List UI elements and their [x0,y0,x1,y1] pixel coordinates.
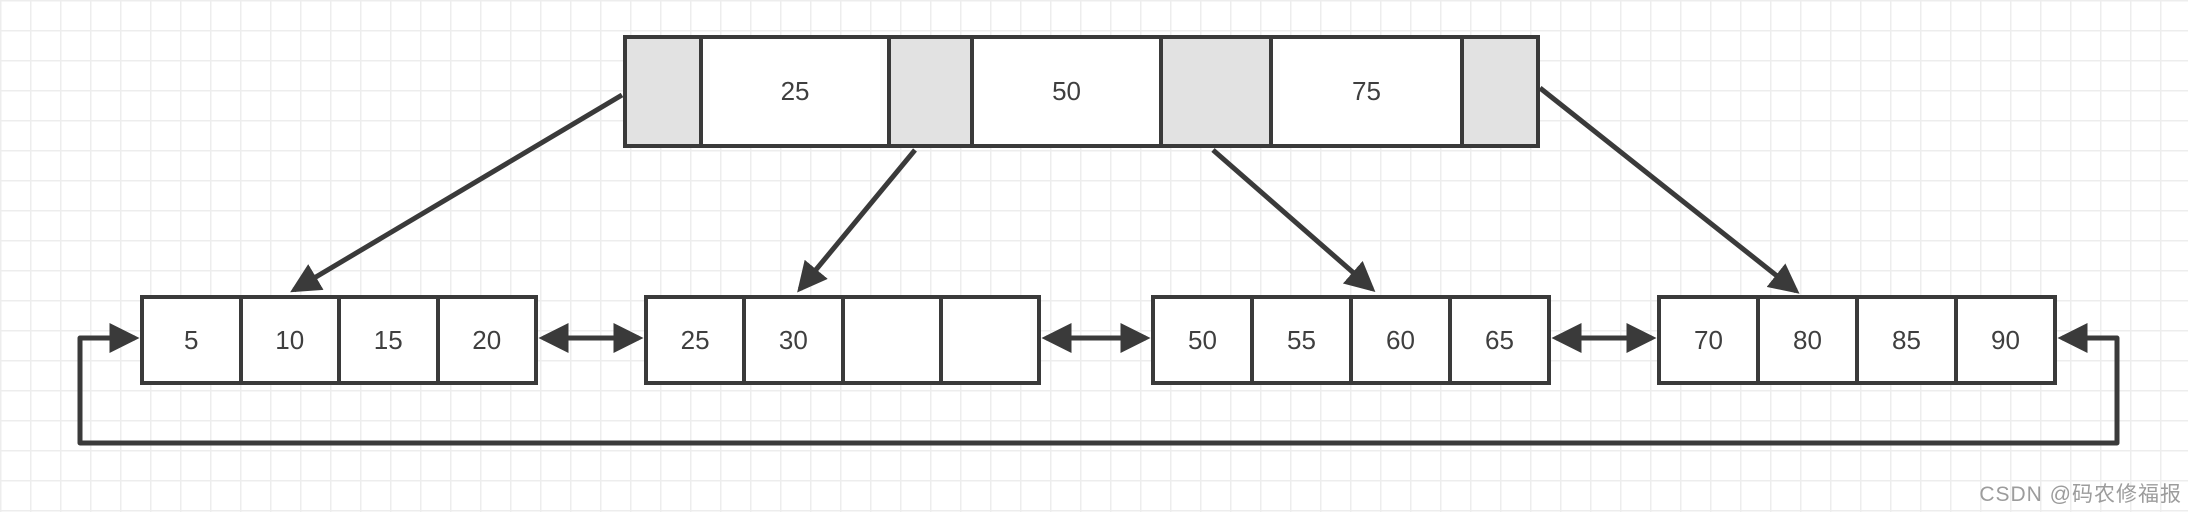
leaf-cell: 80 [1756,299,1855,381]
leaf-cell: 90 [1954,299,2053,381]
leaf-cell: 70 [1661,299,1756,381]
leaf-cell: 55 [1250,299,1349,381]
leaf-cell: 65 [1448,299,1547,381]
watermark: CSDN @码农修福报 [1979,483,2182,506]
leaf-node-3: 50 55 60 65 [1151,295,1551,385]
root-pointer-cell-1 [627,39,700,144]
arrow-root-to-leaf2 [797,148,917,293]
leaf-node-2: 25 30 [644,295,1041,385]
leaf-cell: 25 [648,299,743,381]
leaf-cell: 50 [1155,299,1250,381]
arrow-root-to-leaf3 [1211,148,1376,292]
leaf-node-4: 70 80 85 90 [1657,295,2057,385]
arrow-root-to-leaf1 [290,92,624,293]
root-key-cell-50: 50 [969,39,1160,144]
leaf-cell [840,299,939,381]
leaf-cell: 5 [144,299,239,381]
root-pointer-cell-3 [1159,39,1270,144]
root-key-cell-75: 75 [1269,39,1460,144]
leaf-node-1: 5 10 15 20 [140,295,538,385]
leaf-cell [938,299,1037,381]
root-key-cell-25: 25 [699,39,887,144]
leaf-cell: 10 [238,299,337,381]
root-pointer-cell-2 [886,39,970,144]
leaf-cell: 15 [337,299,436,381]
leaf-cell: 30 [742,299,841,381]
arrow-root-to-leaf4 [1538,86,1800,294]
root-node: 25 50 75 [623,35,1540,148]
leaf-cell: 20 [435,299,534,381]
leaf-cell: 60 [1349,299,1448,381]
leaf-cell: 85 [1855,299,1954,381]
root-pointer-cell-4 [1459,39,1536,144]
